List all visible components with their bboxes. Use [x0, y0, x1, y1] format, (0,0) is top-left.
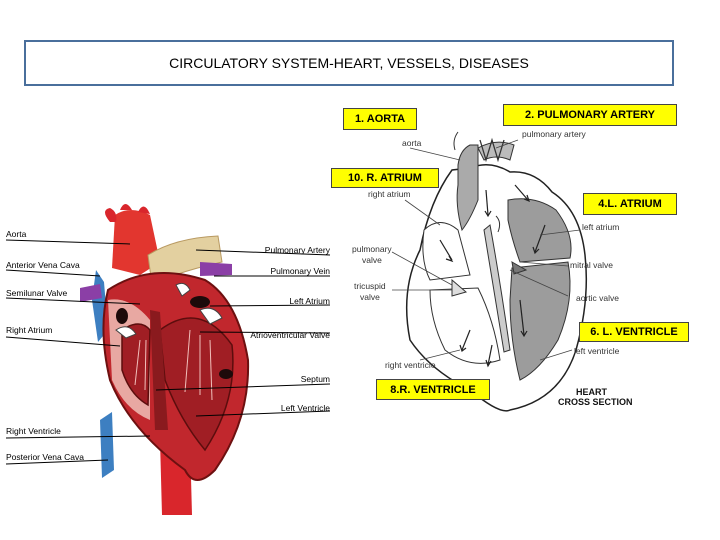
cs-label-aortic-valve: aortic valve [576, 293, 619, 303]
left-leader-lines [5, 239, 151, 465]
label-atrioventricular-valve: Atrioventricular Valve [250, 330, 330, 340]
cs-leader-lines [391, 139, 581, 361]
cs-label-right-ventricle: right ventricle [385, 360, 436, 370]
label-left-ventricle: Left Ventricle [280, 403, 330, 413]
aorta-shape [456, 144, 479, 232]
cs-label-tricuspid-valve-1: tricuspid [354, 281, 386, 291]
cs-label-left-atrium: left atrium [582, 222, 620, 232]
left-ventricle-shape [509, 261, 571, 381]
page-title: CIRCULATORY SYSTEM-HEART, VESSELS, DISEA… [169, 55, 529, 71]
label-aorta: Aorta [6, 229, 27, 239]
cs-label-tricuspid-valve-2: valve [360, 292, 380, 302]
callout-r-atrium: 10. R. ATRIUM [331, 168, 439, 188]
label-pulmonary-vein: Pulmonary Vein [270, 266, 330, 276]
cs-label-pulmonary-artery: pulmonary artery [522, 129, 586, 139]
posterior-vena-cava [100, 412, 114, 478]
callout-l-atrium: 4.L. ATRIUM [583, 193, 677, 215]
cs-label-left-ventricle: left ventricle [574, 346, 620, 356]
label-pulmonary-artery: Pulmonary Artery [264, 245, 330, 255]
cs-label-pulmonary-valve-2: valve [362, 255, 382, 265]
cs-label-pulmonary-valve-1: pulmonary [352, 244, 392, 254]
cross-section-heart [405, 131, 588, 412]
cross-section-heading: HEART CROSS SECTION [558, 387, 633, 407]
label-right-atrium: Right Atrium [6, 325, 53, 335]
label-posterior-vena-cava: Posterior Vena Cava [6, 452, 84, 462]
label-left-atrium: Left Atrium [289, 296, 330, 306]
heading-line-1: HEART [576, 387, 607, 397]
cs-label-mitral-valve: mitral valve [570, 260, 613, 270]
left-ventricle-inner [159, 317, 234, 452]
anatomical-heart [80, 204, 250, 515]
label-semilunar-valve: Semilunar Valve [6, 288, 68, 298]
callout-r-ventricle: 8.R. VENTRICLE [376, 379, 490, 400]
title-box: CIRCULATORY SYSTEM-HEART, VESSELS, DISEA… [24, 40, 674, 86]
callout-pulmonary-artery: 2. PULMONARY ARTERY [503, 104, 677, 126]
label-anterior-vena-cava: Anterior Vena Cava [6, 260, 80, 270]
right-ventricle-shape [429, 287, 501, 364]
callout-aorta: 1. AORTA [343, 108, 417, 130]
label-right-ventricle: Right Ventricle [6, 426, 61, 436]
cs-label-aorta: aorta [402, 138, 422, 148]
pulmonary-vein-left [80, 284, 102, 302]
pulmonary-vein-shape [200, 262, 232, 276]
right-leader-lines [155, 249, 331, 417]
callout-l-ventricle: 6. L. VENTRICLE [579, 322, 689, 342]
label-septum: Septum [300, 374, 330, 384]
right-ventricle-inner [121, 323, 151, 407]
cs-label-right-atrium: right atrium [368, 189, 411, 199]
left-atrium-shape [507, 198, 572, 263]
heading-line-2: CROSS SECTION [558, 397, 633, 407]
septum-shape [150, 310, 168, 430]
